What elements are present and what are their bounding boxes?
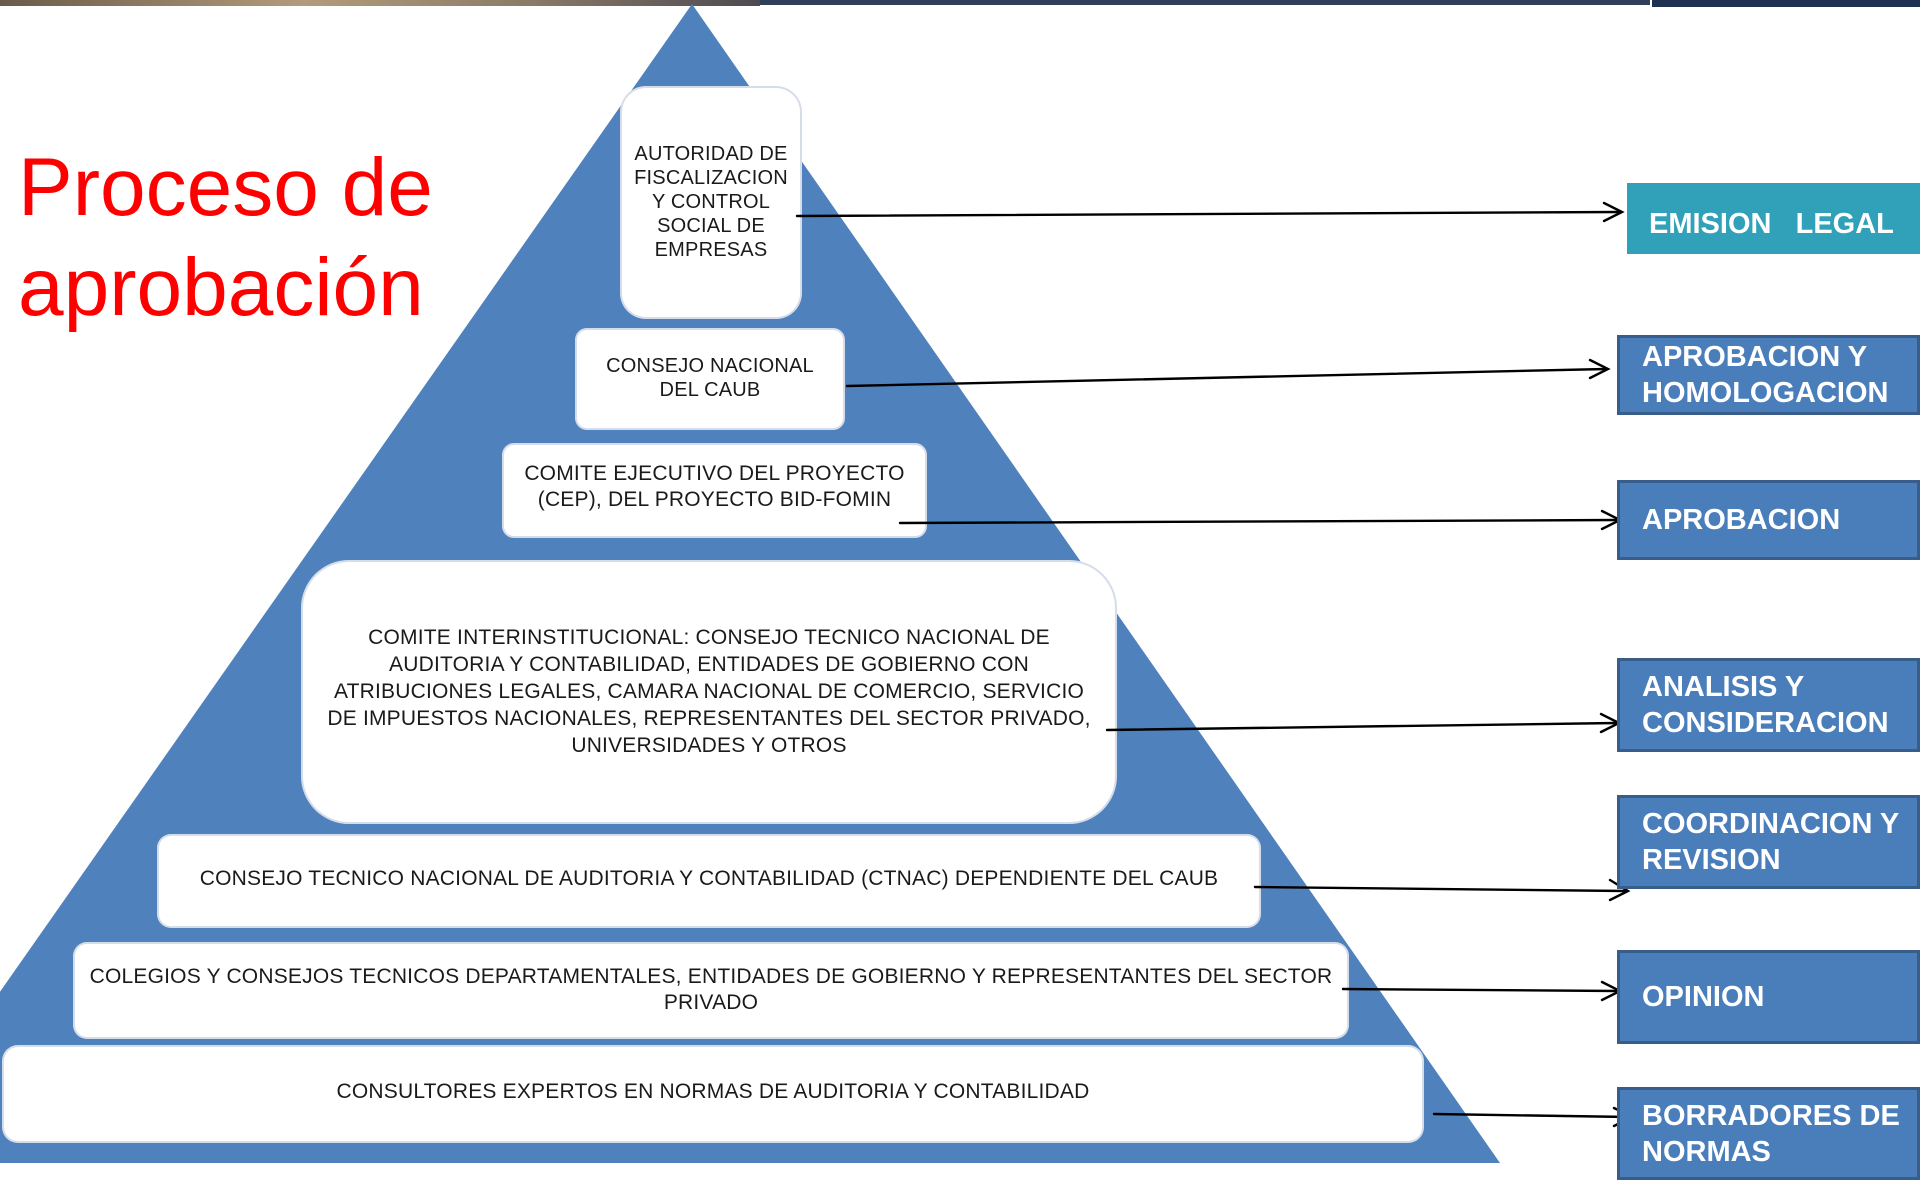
stage-aprobacion-homologacion: APROBACION Y HOMOLOGACION (1617, 335, 1920, 415)
stage-analisis-consideracion: ANALISIS Y CONSIDERACION (1617, 658, 1920, 752)
header-strip-far (1652, 0, 1920, 7)
level-colegios-consejos: COLEGIOS Y CONSEJOS TECNICOS DEPARTAMENT… (73, 942, 1349, 1039)
stage-label: APROBACION (1642, 504, 1841, 536)
stage-label: OPINION (1642, 981, 1765, 1013)
level-label: COMITE INTERINSTITUCIONAL: CONSEJO TECNI… (327, 626, 1091, 757)
level-label: CONSULTORES EXPERTOS EN NORMAS DE AUDITO… (336, 1080, 1090, 1103)
stage-borradores-normas: BORRADORES DE NORMAS (1617, 1087, 1920, 1180)
arrow-coordinacion-revision (1253, 885, 1628, 893)
stage-label: COORDINACION Y REVISION (1642, 808, 1899, 876)
title-line-1: Proceso de (18, 142, 433, 233)
arrowhead (1608, 878, 1631, 902)
stage-emision-legal: EMISION LEGAL (1627, 183, 1920, 254)
level-consultores-expertos: CONSULTORES EXPERTOS EN NORMAS DE AUDITO… (2, 1045, 1424, 1143)
header-strip-left (0, 0, 760, 6)
stage-label: EMISION LEGAL (1649, 207, 1894, 240)
level-label: AUTORIDAD DE FISCALIZACION Y CONTROL SOC… (634, 143, 788, 261)
arrow-aprobacion (898, 518, 1620, 525)
level-label: CONSEJO TECNICO NACIONAL DE AUDITORIA Y … (199, 867, 1219, 890)
stage-coordinacion-revision: COORDINACION Y REVISION (1617, 795, 1920, 889)
arrow-borradores-normas (1432, 1112, 1632, 1119)
level-label: COLEGIOS Y CONSEJOS TECNICOS DEPARTAMENT… (89, 965, 1333, 1014)
arrowhead (1588, 358, 1611, 380)
level-ctnac: CONSEJO TECNICO NACIONAL DE AUDITORIA Y … (157, 834, 1261, 928)
title-line-2: aprobación (18, 242, 424, 333)
level-consejo-nacional-caub: CONSEJO NACIONAL DEL CAUB (575, 328, 845, 430)
level-autoridad-fiscalizacion: AUTORIDAD DE FISCALIZACION Y CONTROL SOC… (620, 86, 802, 319)
stage-aprobacion: APROBACION (1617, 480, 1920, 560)
stage-label: BORRADORES DE NORMAS (1642, 1099, 1916, 1168)
arrowhead (1602, 201, 1625, 223)
arrow-opinion (1341, 987, 1620, 993)
arrow-emision-legal (795, 210, 1622, 218)
header-strip-right (760, 0, 1650, 5)
stage-label: ANALISIS Y CONSIDERACION (1642, 671, 1889, 739)
arrow-aprobacion-homologacion (845, 367, 1608, 388)
level-label: COMITE EJECUTIVO DEL PROYECTO (CEP), DEL… (524, 462, 905, 511)
stage-label: APROBACION Y HOMOLOGACION (1642, 341, 1889, 409)
level-comite-interinstitucional: COMITE INTERINSTITUCIONAL: CONSEJO TECNI… (301, 560, 1117, 824)
level-label: CONSEJO NACIONAL DEL CAUB (606, 355, 814, 401)
level-comite-ejecutivo-cep: COMITE EJECUTIVO DEL PROYECTO (CEP), DEL… (502, 443, 927, 538)
stage-opinion: OPINION (1617, 950, 1920, 1044)
page-title: Proceso de aprobación (18, 138, 433, 338)
arrow-analisis-consideracion (1105, 721, 1619, 732)
